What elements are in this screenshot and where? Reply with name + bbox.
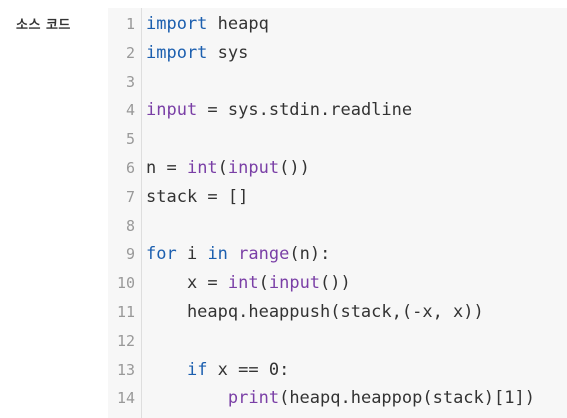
code-text: if x == 0: bbox=[146, 356, 289, 385]
code-text: x = int(input()) bbox=[146, 269, 351, 298]
code-token: heapq.heappush(stack,(-x, x)) bbox=[146, 302, 484, 322]
code-line: 2 import sys bbox=[108, 39, 567, 68]
code-line: 3 bbox=[108, 68, 567, 97]
line-number: 6 bbox=[125, 159, 135, 177]
line-number: 4 bbox=[125, 101, 135, 120]
code-line: 1 import heapq bbox=[108, 10, 567, 39]
code-token: sys bbox=[207, 42, 249, 63]
keyword-token: in bbox=[207, 244, 228, 265]
builtin-token: range bbox=[238, 244, 290, 265]
code-token: ()) bbox=[279, 158, 310, 178]
line-number: 8 bbox=[125, 216, 135, 235]
builtin-token: int bbox=[227, 273, 259, 294]
line-number: 5 bbox=[125, 130, 135, 149]
line-number: 12 bbox=[116, 331, 135, 350]
code-token: x = bbox=[146, 273, 228, 294]
code-token: ()) bbox=[320, 273, 351, 294]
line-number: 7 bbox=[125, 187, 135, 206]
builtin-token: input bbox=[146, 100, 198, 121]
code-token: ( bbox=[217, 158, 228, 178]
line-number-gutter bbox=[108, 8, 142, 418]
keyword-token: if bbox=[186, 359, 208, 380]
line-number: 9 bbox=[125, 245, 135, 264]
code-token bbox=[228, 244, 238, 264]
code-text: print(heapq.heappop(stack)[1]) bbox=[146, 384, 535, 413]
code-token bbox=[146, 388, 228, 408]
code-text: heapq.heappush(stack,(-x, x)) bbox=[146, 298, 484, 327]
code-line: 10 x = int(input()) bbox=[108, 269, 567, 298]
code-line: 8 bbox=[108, 212, 567, 241]
code-text: stack = [] bbox=[146, 183, 248, 212]
line-number: 1 bbox=[125, 15, 135, 33]
code-text: input = sys.stdin.readline bbox=[146, 96, 412, 125]
code-token bbox=[146, 360, 187, 380]
code-token: n = bbox=[146, 158, 187, 178]
code-line: 11 heapq.heappush(stack,(-x, x)) bbox=[108, 298, 567, 327]
code-token: x == 0: bbox=[207, 359, 290, 380]
code-token: (heapq.heappop(stack)[1]) bbox=[279, 388, 535, 409]
builtin-token: input bbox=[227, 158, 280, 178]
builtin-token: input bbox=[268, 273, 321, 294]
line-number: 11 bbox=[116, 303, 135, 321]
keyword-token: import bbox=[146, 42, 208, 63]
code-text: n = int(input()) bbox=[146, 154, 310, 183]
code-line: 6 n = int(input()) bbox=[108, 154, 567, 183]
keyword-token: import bbox=[146, 14, 208, 34]
source-code-label: 소스 코드 bbox=[16, 18, 71, 33]
line-number: 13 bbox=[116, 360, 135, 379]
code-token: stack = [] bbox=[146, 186, 249, 207]
line-number: 10 bbox=[116, 274, 135, 293]
code-line: 14 print(heapq.heappop(stack)[1]) bbox=[108, 384, 567, 413]
line-number: 14 bbox=[116, 389, 135, 408]
code-text: for i in range(n): bbox=[146, 240, 330, 269]
code-token: heapq bbox=[207, 14, 269, 34]
code-line: 7 stack = [] bbox=[108, 183, 567, 212]
code-line: 13 if x == 0: bbox=[108, 356, 567, 385]
keyword-token: for bbox=[146, 244, 177, 265]
code-line: 5 bbox=[108, 125, 567, 154]
line-number: 2 bbox=[125, 43, 135, 62]
code-text: import heapq bbox=[146, 10, 269, 39]
code-line: 4 input = sys.stdin.readline bbox=[108, 96, 567, 125]
code-text: import sys bbox=[146, 39, 248, 68]
builtin-token: print bbox=[227, 388, 280, 409]
code-token: = sys.stdin.readline bbox=[197, 100, 413, 121]
code-token: ( bbox=[258, 273, 269, 294]
code-block[interactable]: 1 import heapq 2 import sys 3 4 input = sys.st… bbox=[108, 8, 567, 418]
code-token: i bbox=[176, 244, 208, 265]
line-number: 3 bbox=[125, 72, 135, 91]
code-line: 9 for i in range(n): bbox=[108, 240, 567, 269]
code-token: (n): bbox=[289, 244, 331, 265]
builtin-token: int bbox=[186, 158, 218, 178]
code-line: 12 bbox=[108, 327, 567, 356]
